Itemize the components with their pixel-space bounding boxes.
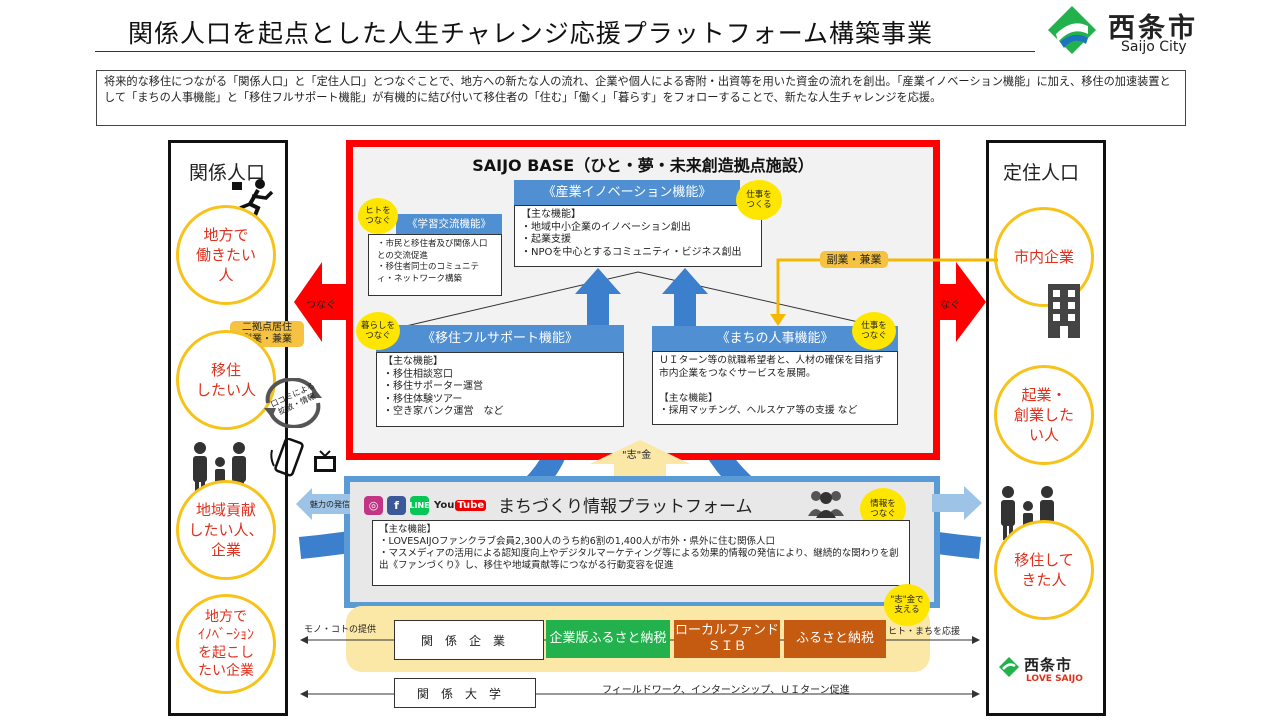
hr-body: ＵＩターン等の就職希望者と、人材の確保を目指す市内企業をつなぐサービスを展開。 … [652, 351, 898, 425]
university-note: フィールドワーク、インターンシップ、ＵＩターン促進 [602, 685, 850, 696]
up-arrow-left [575, 268, 621, 330]
page-title: 関係人口を起点とした人生チャレンジ応援プラットフォーム構築事業 [128, 19, 934, 48]
saijo-base-title: SAIJO BASE（ひと・夢・未来創造拠点施設） [472, 156, 814, 175]
group-icon [806, 488, 846, 518]
platform-right-arrow [932, 486, 982, 520]
left-connect-label: つなぐ [306, 300, 336, 311]
left-connect-arrow [294, 262, 352, 342]
up-arrow-right [662, 268, 708, 330]
related-university-box: 関係大学 [394, 678, 536, 708]
platform-left-arrow [296, 488, 350, 520]
left-circle-migrate: 移住 したい人 [176, 330, 276, 430]
industry-badge: 仕事を つくる [736, 180, 782, 220]
left-circle-work: 地方で 働きたい 人 [176, 205, 276, 305]
line-icon: LINE [409, 496, 430, 515]
building-icon [1044, 282, 1084, 338]
intro-text: 将来的な移住につながる「関係人口」と「定住人口」とつなぐことで、地方への新たな人… [96, 70, 1186, 126]
funding-badge: "志"金で 支える [884, 584, 930, 626]
learning-body: ・市民と移住者及び関係人口との交流促進 ・移住者同士のコミュニティ・ネットワーク… [368, 234, 502, 296]
city-logo-subtitle: Saijo City [1121, 39, 1187, 55]
right-panel-title: 定住人口 [1003, 162, 1080, 184]
running-person-icon [228, 178, 278, 220]
side-job-tag: 副業・兼業 [820, 251, 888, 268]
instagram-icon: ◎ [364, 496, 383, 515]
base-connector-lines [376, 262, 906, 332]
saijo-logo-icon [1046, 4, 1098, 56]
left-circle-contribute: 地域貢献 したい人、 企業 [176, 480, 276, 580]
migration-badge: 暮らしを つなぐ [356, 312, 400, 350]
migration-head: 《移住フルサポート機能》 [376, 325, 624, 352]
platform-title: まちづくり情報プラットフォーム [498, 497, 753, 517]
fund-item-local-fund: ローカルファンド ＳＩＢ [674, 620, 780, 658]
fund-up-arrow [590, 440, 690, 478]
funding-left-label: モノ・コトの提供 [304, 625, 377, 635]
city-logo-name: 西条市 [1108, 13, 1198, 44]
industry-head: 《産業イノベーション機能》 [514, 180, 740, 205]
side-job-arrow [770, 252, 1000, 328]
learning-badge: ヒトを つなぐ [358, 198, 398, 234]
right-connect-label: つなぐ [930, 300, 960, 311]
platform-body: 【主な機能】 ・LOVESAIJOファンクラブ会員2,300人のうち約6割の1,… [372, 520, 910, 586]
tv-icon [312, 450, 338, 474]
right-circle-startup: 起業・ 創業した い人 [994, 365, 1094, 465]
fund-item-corporate-tax: 企業版ふるさと納税 [546, 620, 670, 658]
love-saijo-logo-icon [998, 656, 1020, 678]
right-connect-arrow [924, 262, 986, 342]
left-panel-title: 関係人口 [189, 162, 266, 184]
industry-body: 【主な機能】 ・地域中小企業のイノベーション創出 ・起業支援 ・NPOを中心とす… [514, 205, 762, 267]
fund-arrow-label: "志"金 [622, 450, 652, 461]
learning-head: 《学習交流機能》 [396, 214, 502, 234]
love-saijo-logo-name: 西条市 [1024, 656, 1073, 674]
migration-body: 【主な機能】 ・移住相談窓口 ・移住サポーター運営 ・移住体験ツアー ・空き家バ… [376, 352, 624, 427]
platform-left-label: 魅力の発信 [310, 500, 350, 509]
fund-item-hometown-tax: ふるさと納税 [784, 620, 886, 658]
facebook-icon: f [387, 496, 406, 515]
funding-right-label: ヒト・まちを応援 [888, 627, 961, 637]
love-saijo-logo-sub: LOVE SAIJO [1026, 674, 1083, 684]
right-circle-migrated: 移住して きた人 [994, 520, 1094, 620]
smartphone-icon [270, 437, 306, 478]
title-underline [95, 51, 1035, 52]
spread-cycle-icon [258, 377, 328, 429]
related-company-box: 関係企業 [394, 620, 544, 660]
left-circle-innovate: 地方で ｲﾉﾍﾞｰｼｮﾝ を起こし たい企業 [176, 594, 276, 694]
hr-badge: 仕事を つなぐ [852, 312, 896, 350]
